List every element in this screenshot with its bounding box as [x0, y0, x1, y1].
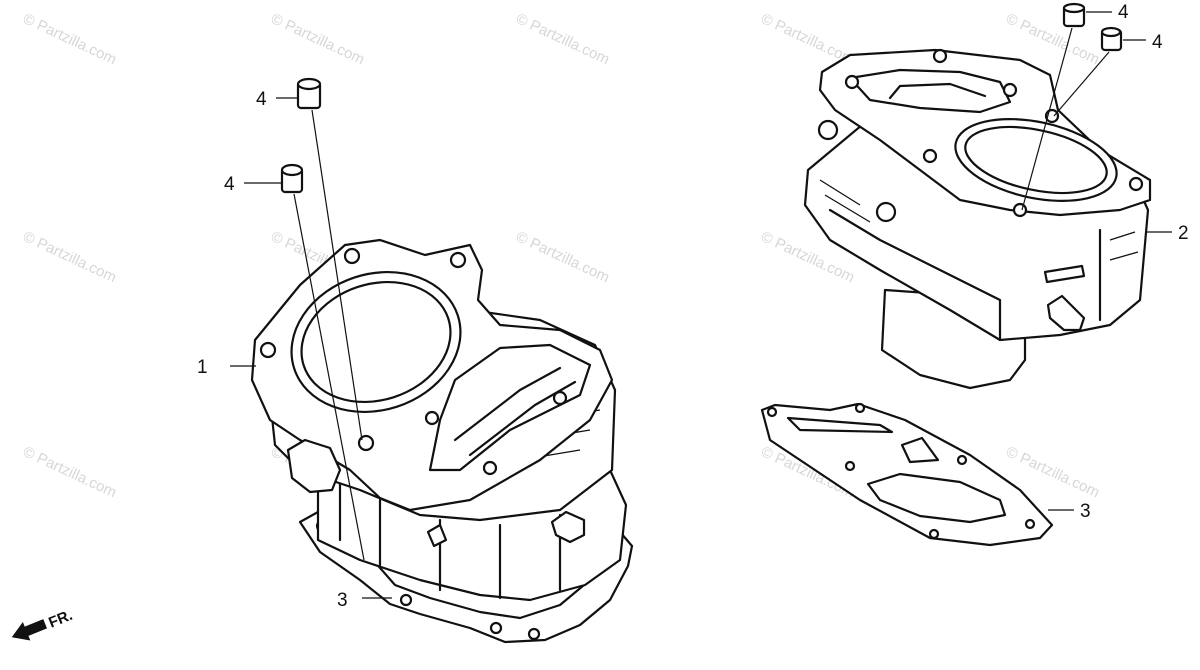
watermark: © Partzilla.com — [513, 10, 612, 68]
right-base-gasket[interactable] — [760, 402, 1054, 547]
callout-left-cylinder: 1 — [197, 357, 208, 378]
callout-dowel-right-b: 4 — [1152, 32, 1163, 53]
callout-dowel-right-a: 4 — [1118, 2, 1129, 23]
watermark: © Partzilla.com — [20, 443, 119, 501]
callout-dowel-left-upper: 4 — [256, 89, 267, 110]
dowel-pin-left-lower[interactable] — [280, 163, 304, 194]
left-cylinder-block[interactable] — [250, 238, 628, 602]
callout-right-gasket: 3 — [1080, 501, 1091, 522]
callout-right-cylinder: 2 — [1178, 223, 1189, 244]
dowel-pin-left-upper[interactable] — [296, 77, 322, 110]
leader-lines — [230, 11, 1172, 599]
right-cylinder-block[interactable] — [803, 48, 1152, 390]
dowel-pin-right-b[interactable] — [1100, 26, 1123, 52]
direction-label: FR. — [46, 607, 75, 632]
watermark: © Partzilla.com — [20, 10, 119, 68]
dowel-pin-right-a[interactable] — [1062, 2, 1086, 28]
watermark: © Partzilla.com — [513, 228, 612, 286]
arrow-front-icon — [11, 619, 47, 641]
callout-left-gasket: 3 — [337, 590, 348, 611]
watermark: © Partzilla.com — [268, 10, 367, 68]
front-direction-marker: FR. — [11, 607, 75, 641]
callout-dowel-left-lower: 4 — [224, 174, 235, 195]
watermark: © Partzilla.com — [20, 228, 119, 286]
callout-labels: 1 2 3 3 4 4 4 4 — [197, 2, 1189, 611]
